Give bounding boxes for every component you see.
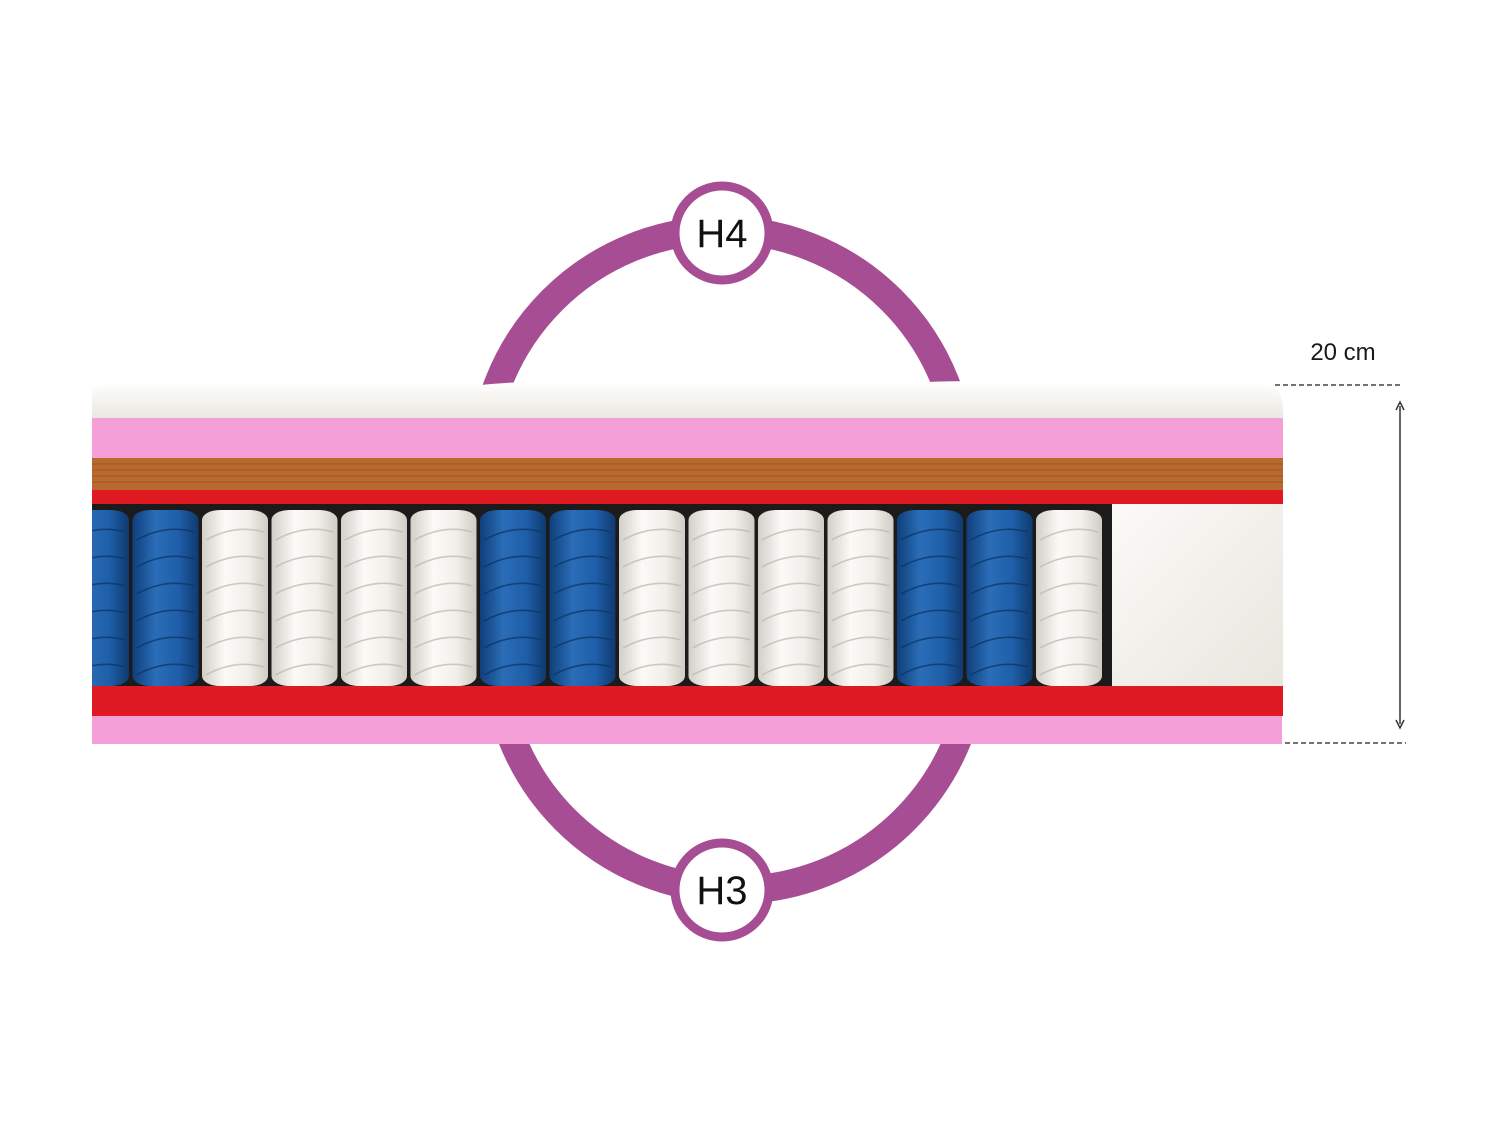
spring-blue [132, 510, 199, 686]
bottom-firmness-label: H3 [696, 869, 747, 913]
top-cover-layer [92, 381, 1284, 418]
side-foam-block [1112, 504, 1283, 686]
dimension-arrow-bottom [1395, 719, 1405, 730]
height-label: 20 cm [1310, 339, 1375, 366]
dimension-arrow-top [1395, 400, 1405, 411]
top-pink-foam-layer [92, 418, 1283, 458]
mattress [92, 381, 1284, 744]
top-firmness-badge: H4 [670, 181, 774, 285]
spring-white [688, 510, 755, 686]
pocket-springs [92, 510, 1102, 686]
spring-white [1036, 510, 1102, 686]
spring-blue [480, 510, 546, 686]
spring-blue [92, 510, 129, 686]
spring-blue [897, 510, 963, 686]
spring-blue [549, 510, 616, 686]
spring-white [410, 510, 477, 686]
spring-blue [966, 510, 1033, 686]
top-firmness-label: H4 [696, 212, 747, 256]
spring-white [827, 510, 894, 686]
bottom-firmness-badge: H3 [670, 838, 774, 942]
spring-white [758, 510, 824, 686]
upper-red-foam-layer [92, 490, 1283, 504]
lower-red-foam-layer [92, 686, 1283, 716]
coconut-layer [92, 458, 1283, 490]
spring-white [271, 510, 338, 686]
height-dimension: 20 cm [1275, 339, 1406, 744]
bottom-pink-foam-layer [92, 716, 1282, 744]
spring-white [341, 510, 407, 686]
spring-white [619, 510, 685, 686]
spring-white [202, 510, 268, 686]
